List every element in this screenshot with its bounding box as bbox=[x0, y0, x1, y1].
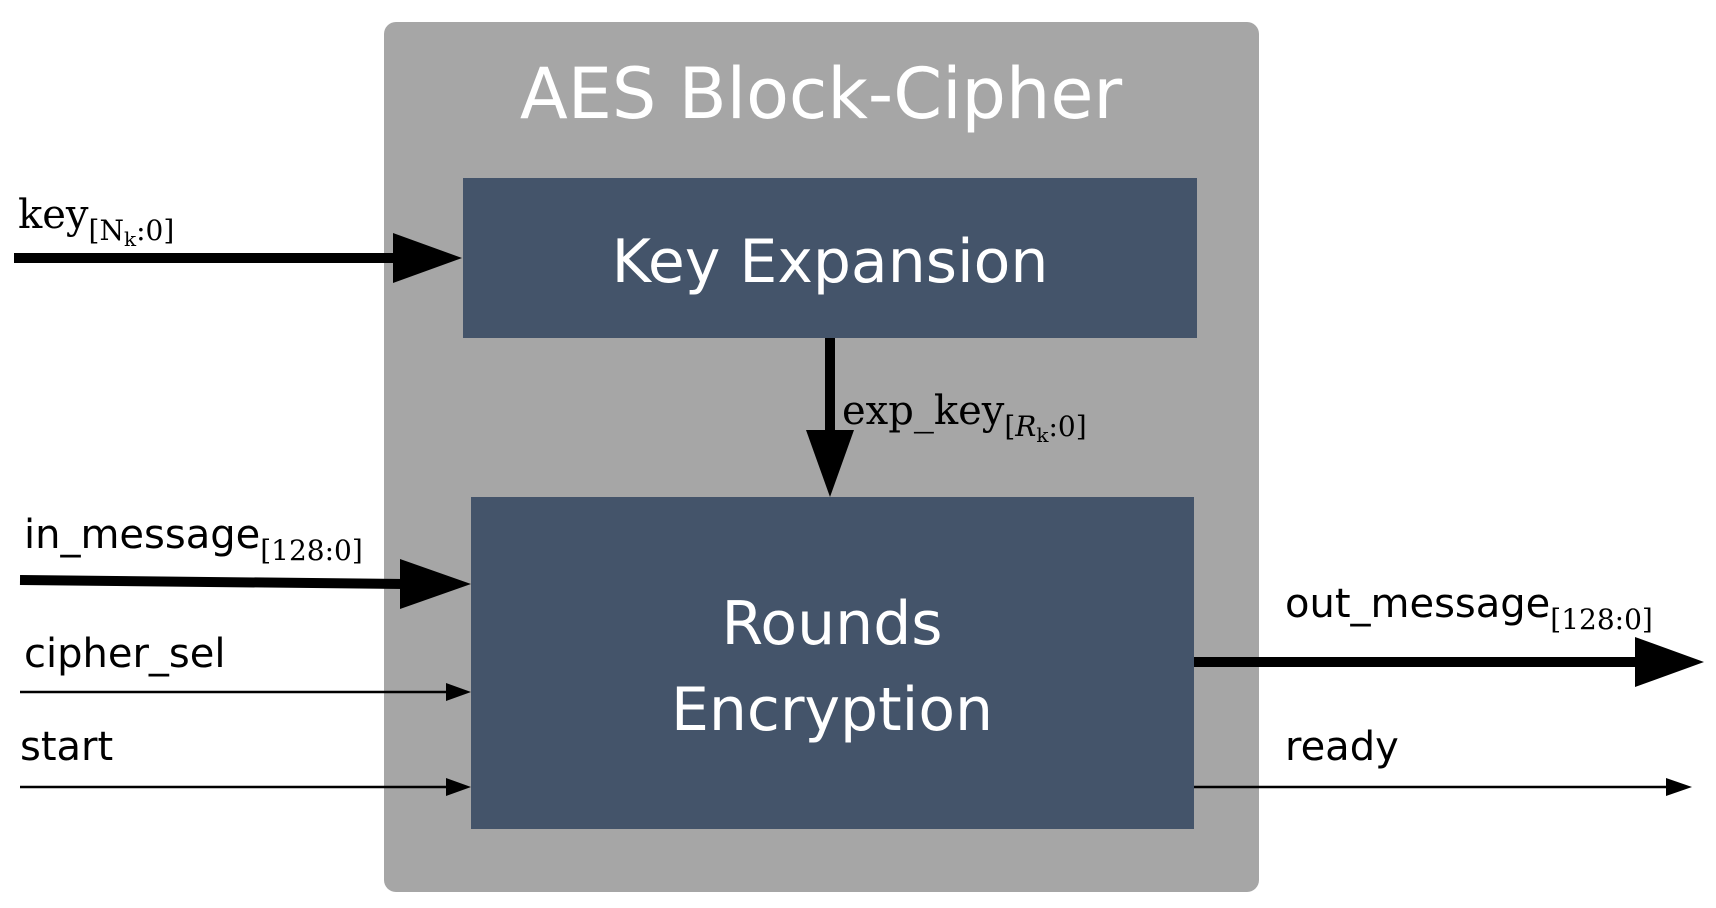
key-expansion-box bbox=[463, 178, 1197, 338]
out-message-label: out_message[128:0] bbox=[1285, 581, 1653, 636]
ready-wire bbox=[1194, 778, 1692, 796]
start-label: start bbox=[20, 724, 113, 770]
out-message-wire bbox=[1194, 637, 1704, 687]
aes-block-cipher-title: AES Block-Cipher bbox=[520, 53, 1123, 135]
cipher-sel-label: cipher_sel bbox=[24, 631, 225, 677]
ready-label: ready bbox=[1285, 724, 1399, 770]
key-label: key[Nk:0] bbox=[18, 192, 174, 251]
exp-key-wire bbox=[806, 338, 854, 497]
start-wire bbox=[20, 778, 471, 796]
key-expansion-label: Key Expansion bbox=[612, 227, 1049, 297]
in-message-wire bbox=[19, 559, 471, 609]
rounds-encryption-box bbox=[471, 497, 1194, 829]
rounds-encryption-label-line2: Encryption bbox=[671, 675, 993, 745]
exp-key-label: exp_key[Rk:0] bbox=[842, 388, 1087, 447]
rounds-encryption-label-line1: Rounds bbox=[721, 589, 942, 659]
cipher-sel-wire bbox=[20, 683, 471, 701]
key-wire bbox=[14, 233, 462, 283]
in-message-label: in_message[128:0] bbox=[24, 512, 363, 567]
